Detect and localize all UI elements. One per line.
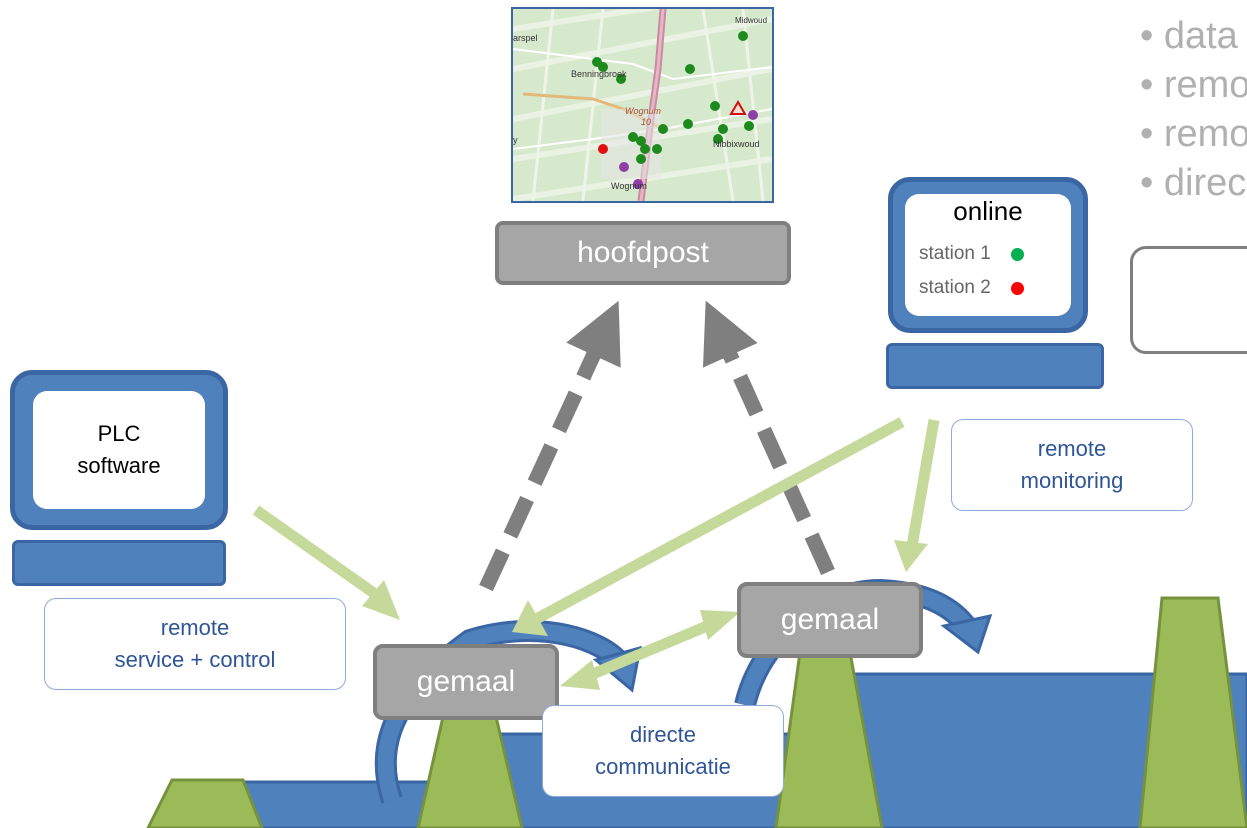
gemaal-box-1: gemaal	[373, 644, 559, 720]
station-row-2: station 2	[919, 274, 1069, 302]
hoofdpost-box: hoofdpost	[495, 221, 791, 285]
plc-line-2: software	[77, 453, 161, 478]
gemaal-box-2: gemaal	[737, 582, 923, 658]
bullet-item-1: • data	[1140, 15, 1238, 57]
right-partial-box	[1130, 246, 1247, 354]
online-title: online	[953, 196, 1023, 226]
status-dot-red	[1010, 281, 1024, 295]
plc-line-1: PLC	[97, 421, 141, 446]
online-monitor-base	[886, 343, 1104, 389]
map-label-midwoud: Midwoud	[735, 16, 767, 25]
map-label-wognum: Wognum	[625, 106, 662, 116]
plc-monitor: PLC software	[10, 370, 228, 530]
dashed-arrow-gemaal2-hoofdpost	[702, 300, 835, 576]
gemaal-1-label: gemaal	[416, 665, 516, 698]
green-arrow-plc-gemaal1	[252, 505, 400, 620]
map-label-benningbroek: Benningbroek	[571, 69, 627, 79]
plc-monitor-base	[12, 540, 226, 586]
remote-service-line-1: remote	[160, 615, 230, 640]
direct-comm-line-1: directe	[629, 722, 697, 747]
bullet-list: • data • remo • remo • direc	[1140, 12, 1247, 208]
remote-monitoring-line-1: remote	[1037, 436, 1107, 461]
map-thumbnail[interactable]: arspel Midwoud Benningbroek Wognum 10 Ni…	[511, 7, 774, 203]
station-row-1: station 1	[919, 240, 1069, 268]
hoofdpost-label: hoofdpost	[577, 236, 709, 269]
remote-service-line-2: service + control	[114, 647, 276, 672]
dyke-left	[146, 778, 264, 828]
green-arrow-gemaal-bidirectional	[560, 610, 740, 690]
green-arrow-online-gemaal2	[894, 419, 940, 572]
station-2-label: station 2	[919, 277, 991, 298]
map-label-wognum-town: Wognum	[611, 181, 647, 191]
dyke-gemaal-1	[416, 706, 524, 828]
online-monitor-screen: online station 1 station 2	[905, 194, 1071, 316]
bullet-item-4: • direc	[1140, 162, 1247, 204]
station-1-label: station 1	[919, 243, 991, 264]
dashed-arrow-gemaal1-hoofdpost	[479, 300, 621, 592]
status-dot-green	[1010, 247, 1024, 261]
direct-communication-note: directe communicatie	[542, 705, 784, 797]
online-monitor: online station 1 station 2	[888, 177, 1088, 333]
direct-comm-line-2: communicatie	[595, 754, 731, 779]
green-arrow-online-gemaal1	[512, 417, 905, 636]
plc-monitor-screen: PLC software	[33, 391, 205, 509]
map-label-arspel: arspel	[513, 33, 538, 43]
map-graphic: arspel Midwoud Benningbroek Wognum 10 Ni…	[513, 9, 772, 201]
map-label-n10: 10	[641, 117, 651, 127]
remote-monitoring-line-2: monitoring	[1020, 468, 1124, 493]
dyke-right	[1138, 596, 1247, 828]
bullet-item-3: • remo	[1140, 113, 1247, 155]
bullet-item-2: • remo	[1140, 64, 1247, 106]
map-label-y: y	[513, 135, 518, 145]
remote-service-note: remote service + control	[44, 598, 346, 690]
gemaal-2-label: gemaal	[780, 603, 880, 636]
remote-monitoring-note: remote monitoring	[951, 419, 1193, 511]
map-label-nibbixwoud: Nibbixwoud	[713, 139, 760, 149]
